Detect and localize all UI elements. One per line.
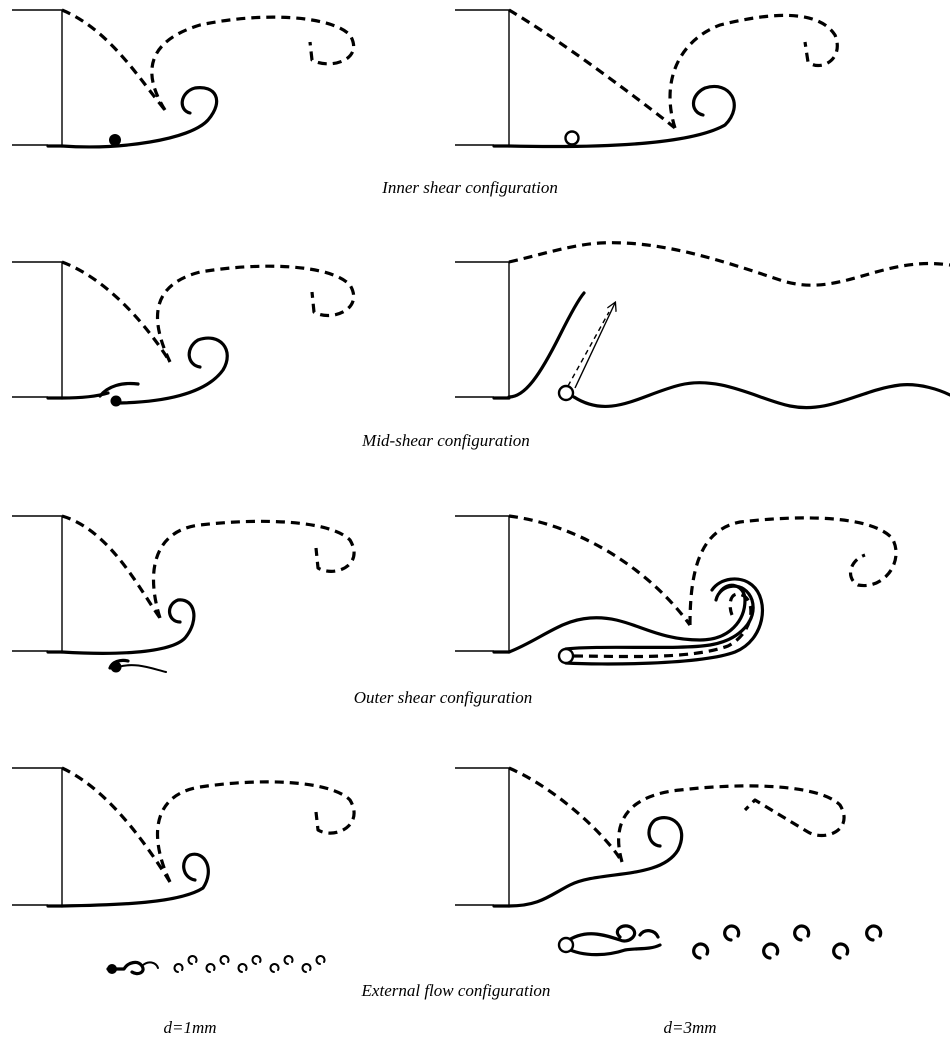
inner-shear-layer-wave [574,383,950,408]
outer-shear-layer [509,768,844,862]
external-flow-left-panel [12,768,354,974]
mid-shear-right-panel [455,243,950,408]
outer-shear-right-panel [455,516,896,664]
solid-rod [109,134,121,146]
outer-shear-layer [509,10,837,128]
external-flow-right-panel [455,768,881,958]
nozzle-outline [12,262,62,399]
outer-shear-left-panel [12,516,354,673]
inner-shear-layer [62,854,208,906]
deflected-shear-layer [509,293,584,397]
von-karman-vortex-street [107,956,325,974]
nozzle-outline [455,10,509,147]
hollow-rod [566,132,579,145]
hollow-rod [559,386,573,400]
nozzle-outline [455,768,509,907]
inner-shear-caption: Inner shear configuration [381,178,558,197]
hollow-rod [559,649,573,663]
rod-wake-inner [566,579,762,664]
inner-shear-layer [509,585,745,652]
outer-shear-layer-wave [509,243,950,285]
deflection-arrow [575,303,615,388]
right-column-diameter-label: d=3mm [663,1018,716,1037]
mid-shear-left-panel [12,262,354,407]
von-karman-vortex-street [559,926,881,958]
nozzle-outline [455,262,509,399]
outer-shear-caption: Outer shear configuration [354,688,533,707]
outer-shear-layer [509,516,896,625]
solid-rod [111,396,122,407]
left-column-diameter-label: d=1mm [163,1018,216,1037]
nozzle-outline [12,516,62,653]
inner-shear-layer [62,88,217,147]
inner-shear-layer [62,600,194,653]
inner-shear-right-panel [455,10,837,147]
rod-wake-filament [118,665,166,672]
deflection-direction-line [568,312,609,386]
mid-shear-caption: Mid-shear configuration [361,431,530,450]
outer-shear-layer [62,10,354,110]
inner-shear-layer [62,338,227,403]
nozzle-outline [12,10,62,147]
outer-shear-layer [62,262,354,362]
external-flow-caption: External flow configuration [361,981,551,1000]
nozzle-outline [12,768,62,907]
nozzle-outline [455,516,509,653]
outer-shear-layer [62,516,354,618]
inner-shear-layer [509,86,734,146]
inner-shear-left-panel [12,10,354,147]
